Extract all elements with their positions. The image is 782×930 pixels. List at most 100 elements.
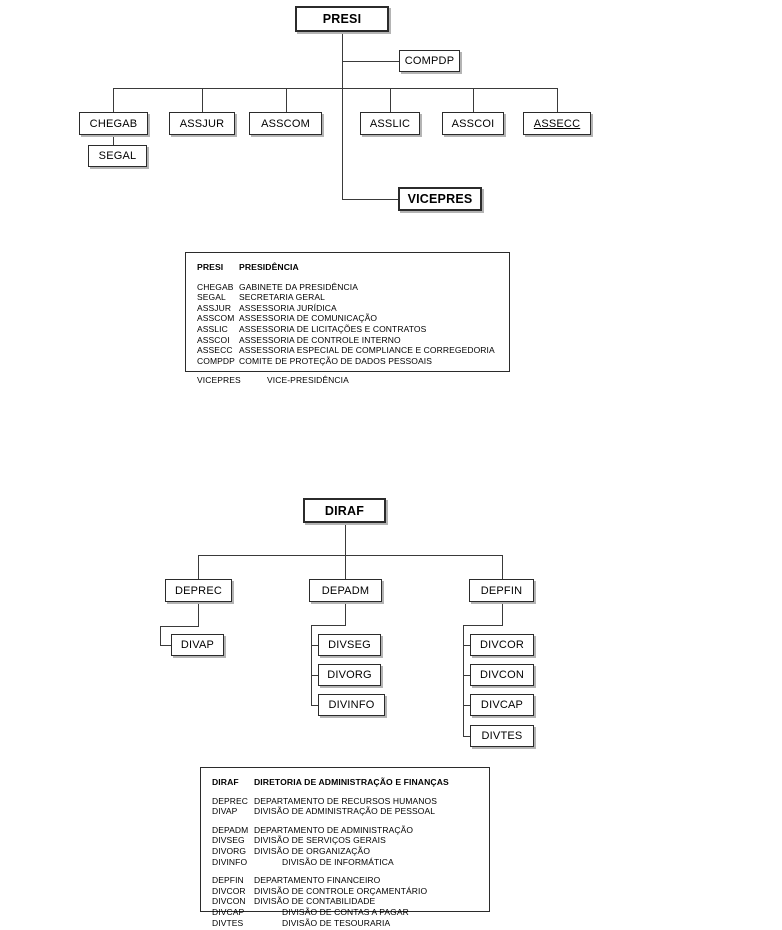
- connector-presi-bus: [113, 88, 558, 89]
- connector-deprec-divap-stub: [160, 645, 172, 646]
- node-chegab[interactable]: CHEGAB: [79, 112, 148, 135]
- node-divap[interactable]: DIVAP: [171, 634, 224, 656]
- legend-row: DIVSEG DIVISÃO DE SERVIÇOS GERAIS: [212, 835, 478, 846]
- legend-code: SEGAL: [197, 292, 226, 303]
- node-depfin[interactable]: DEPFIN: [469, 579, 534, 602]
- legend-desc: DIVISÃO DE CONTROLE ORÇAMENTÁRIO: [254, 885, 428, 896]
- legend-footer-code: VICEPRES: [197, 375, 241, 386]
- node-divtes[interactable]: DIVTES: [470, 725, 534, 747]
- legend-desc: ASSESSORIA DE LICITAÇÕES E CONTRATOS: [239, 323, 427, 334]
- connector-diraf-bus: [198, 555, 503, 556]
- node-asslic[interactable]: ASSLIC: [360, 112, 420, 135]
- node-divorg[interactable]: DIVORG: [318, 664, 381, 686]
- legend-row: ASSCOI ASSESSORIA DE CONTROLE INTERNO: [197, 335, 498, 346]
- connector-depadm-spine: [311, 625, 312, 705]
- legend-header-desc: PRESIDÊNCIA: [239, 262, 299, 272]
- legend-desc: ASSESSORIA DE CONTROLE INTERNO: [239, 334, 401, 345]
- legend-code: DEPREC: [212, 795, 249, 806]
- node-segal[interactable]: SEGAL: [88, 145, 147, 167]
- legend-code: ASSCOM: [197, 313, 235, 324]
- connector-drop-depadm: [345, 555, 346, 579]
- connector-drop-assecc: [557, 88, 558, 112]
- connector-stub-divseg: [311, 645, 319, 646]
- legend-row: DIVINFO DIVISÃO DE INFORMÁTICA: [212, 857, 478, 868]
- legend-row: DIVCON DIVISÃO DE CONTABILIDADE: [212, 896, 478, 907]
- legend-header-code: DIRAF: [212, 777, 239, 787]
- node-deprec[interactable]: DEPREC: [165, 579, 232, 602]
- legend-desc: GABINETE DA PRESIDÊNCIA: [239, 281, 358, 292]
- legend-desc: DEPARTAMENTO DE RECURSOS HUMANOS: [254, 795, 437, 806]
- legend-header-row: DIRAF DIRETORIA DE ADMINISTRAÇÃO E FINAN…: [212, 777, 478, 788]
- legend-administration-finance: DIRAF DIRETORIA DE ADMINISTRAÇÃO E FINAN…: [200, 767, 490, 928]
- node-assecc[interactable]: ASSECC: [523, 112, 591, 135]
- node-divcap[interactable]: DIVCAP: [470, 694, 534, 716]
- legend-desc: DIVISÃO DE ORGANIZAÇÃO: [254, 845, 371, 856]
- legend-code: DIVCOR: [212, 885, 246, 896]
- connector-chegab-segal: [113, 135, 114, 146]
- legend-code: DIVSEG: [212, 835, 245, 846]
- node-divseg[interactable]: DIVSEG: [318, 634, 381, 656]
- legend-code: CHEGAB: [197, 281, 234, 292]
- legend-desc: DIVISÃO DE CONTAS A PAGAR: [282, 906, 409, 917]
- connector-depfin-down: [502, 602, 503, 625]
- legend-desc: ASSESSORIA ESPECIAL DE COMPLIANCE E CORR…: [239, 345, 495, 356]
- legend-code: DEPADM: [212, 824, 249, 835]
- legend-code: DEPFIN: [212, 875, 244, 886]
- connector-drop-chegab: [113, 88, 114, 112]
- legend-desc: DIVISÃO DE ADMINISTRAÇÃO DE PESSOAL: [254, 806, 436, 817]
- connector-depadm-left: [311, 625, 346, 626]
- legend-row: DIVCAP DIVISÃO DE CONTAS A PAGAR: [212, 907, 478, 918]
- legend-footer-row: VICEPRES VICE-PRESIDÊNCIA: [197, 375, 498, 386]
- node-diraf[interactable]: DIRAF: [303, 498, 386, 523]
- node-presi[interactable]: PRESI: [295, 6, 389, 32]
- legend-presidency: PRESI PRESIDÊNCIA CHEGAB GABINETE DA PRE…: [185, 252, 510, 385]
- legend-desc: DIVISÃO DE INFORMÁTICA: [282, 856, 394, 867]
- legend-code: ASSLIC: [197, 323, 228, 334]
- legend-row: DEPADM DEPARTAMENTO DE ADMINISTRAÇÃO: [212, 825, 478, 836]
- connector-stub-divcon: [463, 675, 471, 676]
- legend-desc: DIVISÃO DE TESOURARIA: [282, 917, 391, 928]
- legend-desc: COMITE DE PROTEÇÃO DE DADOS PESSOAIS: [239, 355, 432, 366]
- legend-row: DIVCOR DIVISÃO DE CONTROLE ORÇAMENTÁRIO: [212, 886, 478, 897]
- connector-stub-divcor: [463, 645, 471, 646]
- legend-row: CHEGAB GABINETE DA PRESIDÊNCIA: [197, 282, 498, 293]
- legend-header-desc: DIRETORIA DE ADMINISTRAÇÃO E FINANÇAS: [254, 777, 449, 787]
- legend-header-code: PRESI: [197, 262, 224, 272]
- node-vicepres[interactable]: VICEPRES: [398, 187, 482, 211]
- legend-row: ASSLIC ASSESSORIA DE LICITAÇÕES E CONTRA…: [197, 324, 498, 335]
- node-compdp[interactable]: COMPDP: [399, 50, 460, 72]
- legend-row: ASSECC ASSESSORIA ESPECIAL DE COMPLIANCE…: [197, 345, 498, 356]
- connector-stub-divorg: [311, 675, 319, 676]
- legend-code: DIVAP: [212, 806, 238, 817]
- legend-row: DEPFIN DEPARTAMENTO FINANCEIRO: [212, 875, 478, 886]
- legend-desc: DEPARTAMENTO FINANCEIRO: [254, 875, 381, 886]
- legend-row: ASSCOM ASSESSORIA DE COMUNICAÇÃO: [197, 313, 498, 324]
- legend-code: ASSJUR: [197, 302, 232, 313]
- legend-code: DIVCAP: [212, 906, 245, 917]
- connector-depfin-spine: [463, 625, 464, 736]
- node-assjur[interactable]: ASSJUR: [169, 112, 235, 135]
- node-asscoi[interactable]: ASSCOI: [442, 112, 504, 135]
- node-divcon[interactable]: DIVCON: [470, 664, 534, 686]
- legend-spacer: [212, 788, 478, 796]
- node-depadm[interactable]: DEPADM: [309, 579, 382, 602]
- legend-row: ASSJUR ASSESSORIA JURÍDICA: [197, 303, 498, 314]
- legend-row: DIVORG DIVISÃO DE ORGANIZAÇÃO: [212, 846, 478, 857]
- node-asscom[interactable]: ASSCOM: [249, 112, 322, 135]
- legend-desc: ASSESSORIA DE COMUNICAÇÃO: [239, 313, 378, 324]
- legend-code: DIVINFO: [212, 856, 248, 867]
- connector-stub-divcap: [463, 705, 471, 706]
- node-divcor[interactable]: DIVCOR: [470, 634, 534, 656]
- node-divinfo[interactable]: DIVINFO: [318, 694, 385, 716]
- connector-drop-deprec: [198, 555, 199, 579]
- legend-footer-desc: VICE-PRESIDÊNCIA: [267, 375, 349, 386]
- connector-stub-divtes: [463, 736, 471, 737]
- legend-desc: SECRETARIA GERAL: [239, 292, 325, 303]
- connector-deprec-divap-drop: [160, 626, 161, 646]
- legend-spacer: [197, 366, 498, 375]
- legend-code: ASSCOI: [197, 334, 230, 345]
- connector-drop-asslic: [390, 88, 391, 112]
- legend-desc: DIVISÃO DE CONTABILIDADE: [254, 896, 376, 907]
- connector-stub-divinfo: [311, 705, 319, 706]
